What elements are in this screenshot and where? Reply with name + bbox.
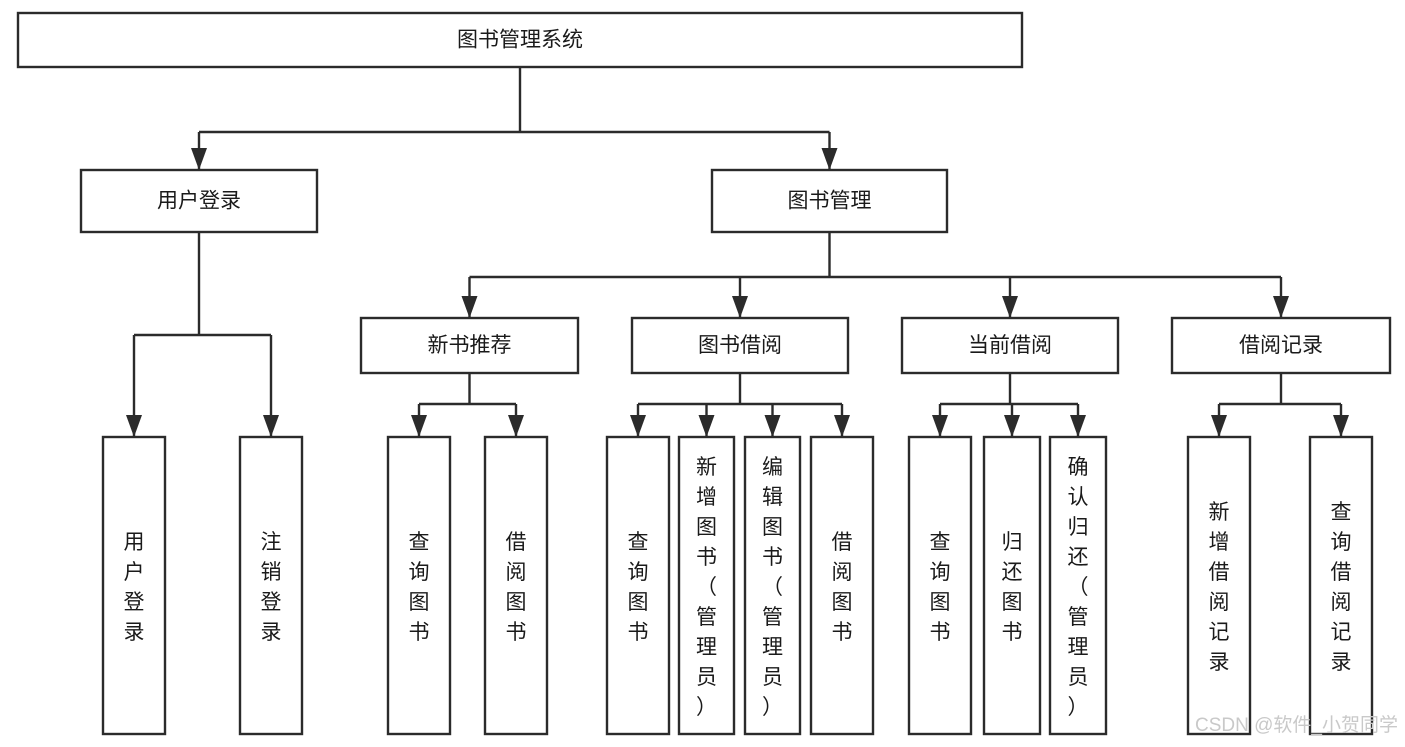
node-leaf-query-borrow-record[interactable]: 查询借阅记录 — [1308, 435, 1374, 736]
node-borrow-record[interactable]: 借阅记录 — [1170, 316, 1392, 375]
node-label-leaf-add-book-admin: 新增图书（管理员） — [696, 456, 717, 719]
node-label-book-management: 图书管理 — [788, 190, 872, 213]
arrow-head-icon-leaf-query-book-3 — [932, 415, 948, 437]
node-current-borrow[interactable]: 当前借阅 — [900, 316, 1120, 375]
node-new-book-recommend[interactable]: 新书推荐 — [359, 316, 580, 375]
node-box-leaf-logout — [238, 435, 304, 736]
node-box-leaf-query-borrow-record — [1308, 435, 1374, 736]
node-book-borrow[interactable]: 图书借阅 — [630, 316, 850, 375]
node-label-book-borrow: 图书借阅 — [698, 334, 782, 357]
arrow-head-icon-leaf-logout — [263, 415, 279, 437]
node-leaf-add-book-admin[interactable]: 新增图书（管理员） — [677, 435, 736, 736]
arrow-head-icon-user-login — [191, 148, 207, 170]
arrow-head-icon-leaf-confirm-return-admin — [1070, 415, 1086, 437]
node-box-leaf-query-book-2 — [605, 435, 671, 736]
node-user-login[interactable]: 用户登录 — [79, 168, 319, 234]
node-leaf-query-book-1[interactable]: 查询图书 — [386, 435, 452, 736]
node-box-leaf-query-book-1 — [386, 435, 452, 736]
node-leaf-edit-book-admin[interactable]: 编辑图书（管理员） — [743, 435, 802, 736]
arrow-head-icon-borrow-record — [1273, 296, 1289, 318]
node-box-leaf-borrow-book-2 — [809, 435, 875, 736]
node-leaf-confirm-return-admin[interactable]: 确认归还（管理员） — [1048, 435, 1108, 736]
node-label-root: 图书管理系统 — [457, 29, 583, 52]
node-root[interactable]: 图书管理系统 — [16, 11, 1024, 69]
node-leaf-borrow-book-2[interactable]: 借阅图书 — [809, 435, 875, 736]
node-box-new-book-recommend — [359, 316, 580, 375]
arrow-head-icon-current-borrow — [1002, 296, 1018, 318]
node-label-leaf-borrow-book-2: 借阅图书 — [832, 531, 853, 644]
node-label-leaf-borrow-book-1: 借阅图书 — [506, 531, 527, 644]
node-label-leaf-user-login: 用户登录 — [124, 531, 145, 644]
node-box-leaf-confirm-return-admin — [1048, 435, 1108, 736]
node-label-leaf-query-borrow-record: 查询借阅记录 — [1331, 501, 1352, 674]
arrow-head-icon-new-book-recommend — [461, 296, 478, 318]
node-box-user-login — [79, 168, 319, 234]
connector-lines-layer — [126, 67, 1349, 437]
arrow-head-icon-leaf-return-book — [1004, 415, 1020, 437]
arrow-head-icon-leaf-user-login — [126, 415, 142, 437]
node-boxes-layer: 图书管理系统用户登录图书管理新书推荐图书借阅当前借阅借阅记录用户登录注销登录查询… — [16, 11, 1392, 736]
node-box-leaf-user-login — [101, 435, 167, 736]
arrow-head-icon-leaf-query-book-2 — [630, 415, 646, 437]
arrow-head-icon-leaf-borrow-book-2 — [834, 415, 850, 437]
arrow-head-icon-leaf-add-borrow-record — [1211, 415, 1227, 437]
node-box-leaf-edit-book-admin — [743, 435, 802, 736]
node-box-leaf-query-book-3 — [907, 435, 973, 736]
node-label-leaf-query-book-2: 查询图书 — [628, 531, 649, 644]
node-box-book-management — [710, 168, 949, 234]
node-leaf-logout[interactable]: 注销登录 — [238, 435, 304, 736]
node-label-leaf-return-book: 归还图书 — [1002, 531, 1023, 644]
arrow-head-icon-leaf-edit-book-admin — [764, 415, 781, 437]
node-label-leaf-query-book-3: 查询图书 — [930, 531, 951, 644]
node-leaf-query-book-3[interactable]: 查询图书 — [907, 435, 973, 736]
node-label-leaf-confirm-return-admin: 确认归还（管理员） — [1068, 456, 1089, 719]
node-label-leaf-query-book-1: 查询图书 — [409, 531, 430, 644]
node-box-leaf-return-book — [982, 435, 1042, 736]
node-label-leaf-add-borrow-record: 新增借阅记录 — [1209, 501, 1230, 674]
node-box-book-borrow — [630, 316, 850, 375]
arrow-head-icon-book-management — [821, 148, 838, 170]
node-leaf-query-book-2[interactable]: 查询图书 — [605, 435, 671, 736]
node-leaf-borrow-book-1[interactable]: 借阅图书 — [483, 435, 549, 736]
arrow-head-icon-book-borrow — [732, 296, 748, 318]
arrow-head-icon-leaf-add-book-admin — [698, 415, 715, 437]
node-leaf-return-book[interactable]: 归还图书 — [982, 435, 1042, 736]
node-box-root — [16, 11, 1024, 69]
arrow-head-icon-leaf-query-book-1 — [411, 415, 427, 437]
node-leaf-add-borrow-record[interactable]: 新增借阅记录 — [1186, 435, 1252, 736]
node-label-leaf-logout: 注销登录 — [261, 531, 282, 644]
arrow-head-icon-leaf-borrow-book-1 — [508, 415, 524, 437]
node-leaf-user-login[interactable]: 用户登录 — [101, 435, 167, 736]
csdn-watermark: CSDN @软件_小贺同学 — [1195, 714, 1398, 736]
node-label-borrow-record: 借阅记录 — [1239, 334, 1323, 357]
node-box-leaf-add-book-admin — [677, 435, 736, 736]
node-label-user-login: 用户登录 — [157, 190, 241, 213]
node-box-current-borrow — [900, 316, 1120, 375]
node-box-borrow-record — [1170, 316, 1392, 375]
node-box-leaf-borrow-book-1 — [483, 435, 549, 736]
node-label-new-book-recommend: 新书推荐 — [428, 334, 512, 357]
node-box-leaf-add-borrow-record — [1186, 435, 1252, 736]
arrow-head-icon-leaf-query-borrow-record — [1333, 415, 1349, 437]
node-label-leaf-edit-book-admin: 编辑图书（管理员） — [762, 456, 783, 719]
node-label-current-borrow: 当前借阅 — [968, 334, 1052, 357]
node-book-management[interactable]: 图书管理 — [710, 168, 949, 234]
